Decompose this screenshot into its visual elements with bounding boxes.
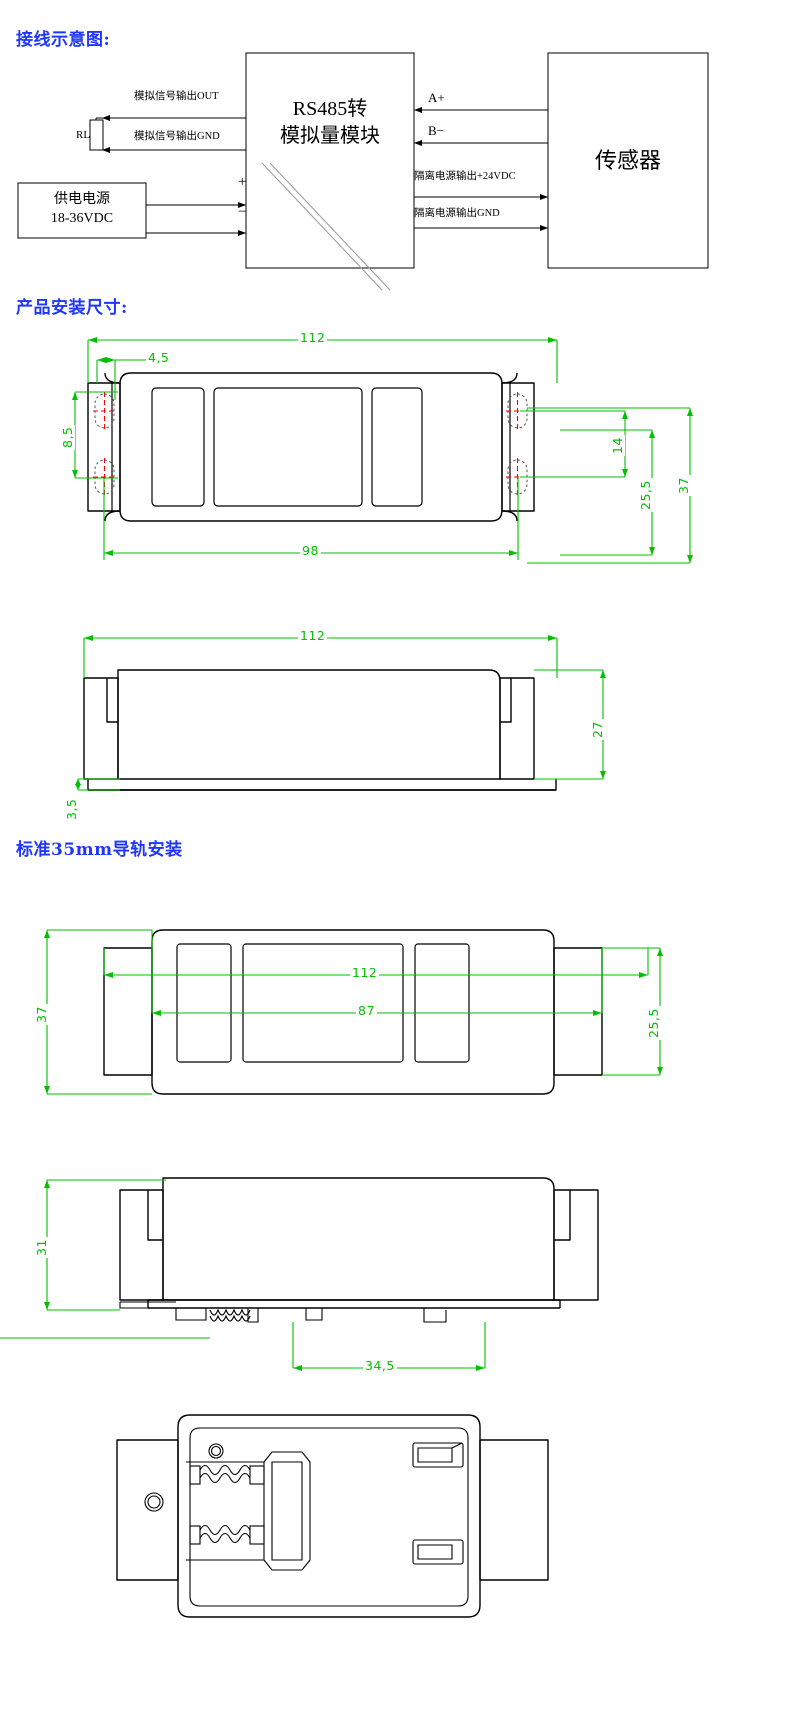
wiring-diagram-title: 接线示意图: xyxy=(16,30,111,50)
dim-top-view-hole-offset-y: 8,5 xyxy=(60,424,75,450)
dim-top-view-width: 112 xyxy=(298,330,328,345)
terminal-label-power-plus: + xyxy=(238,174,247,190)
dim-din-top-body-width: 87 xyxy=(356,1003,377,1018)
terminal-label-b-minus: B− xyxy=(428,123,445,138)
power-supply-box-label: 供电电源 18-36VDC xyxy=(18,191,146,229)
module-box-label: RS485转 模拟量模块 xyxy=(246,96,414,150)
product-dimensions-title: 产品安装尺寸: xyxy=(16,298,128,318)
terminal-label-a-plus: A+ xyxy=(428,90,445,105)
terminal-label-iso-gnd: 隔离电源输出GND xyxy=(414,208,500,219)
load-resistor-label: RL xyxy=(76,129,91,141)
dim-top-view-inner-height: 25,5 xyxy=(638,478,653,512)
sensor-box-label: 传感器 xyxy=(594,148,661,173)
terminal-label-power-minus: − xyxy=(238,204,247,220)
dim-side-view-width: 112 xyxy=(298,628,328,643)
dim-top-view-overall-height: 37 xyxy=(676,475,691,496)
dim-side-view-foot-height: 3,5 xyxy=(64,796,79,822)
dim-din-clip-span: 34,5 xyxy=(363,1358,397,1373)
power-supply-line1: 供电电源 xyxy=(54,192,110,207)
terminal-label-analog-gnd: 模拟信号输出GND xyxy=(134,131,220,142)
module-label-line2: 模拟量模块 xyxy=(280,125,380,147)
terminal-label-analog-out: 模拟信号输出OUT xyxy=(134,91,219,102)
terminal-label-iso-24vdc: 隔离电源输出+24VDC xyxy=(414,171,516,182)
dim-top-view-hole-offset-x: 4,5 xyxy=(146,350,172,365)
dim-din-side-height: 31 xyxy=(34,1237,49,1258)
din-rail-mounting-title: 标准35mm导轨安装 xyxy=(16,840,183,860)
dim-din-top-width: 112 xyxy=(350,965,380,980)
dim-top-view-hole-spacing: 14 xyxy=(610,435,625,456)
module-label-line1: RS485转 xyxy=(292,98,368,120)
dim-din-top-inner-height: 25,5 xyxy=(646,1006,661,1040)
dim-side-view-height: 27 xyxy=(590,719,605,740)
dim-top-view-body-width: 98 xyxy=(300,543,321,558)
power-supply-line2: 18-36VDC xyxy=(50,210,114,226)
dim-din-top-overall-height: 37 xyxy=(34,1004,49,1025)
